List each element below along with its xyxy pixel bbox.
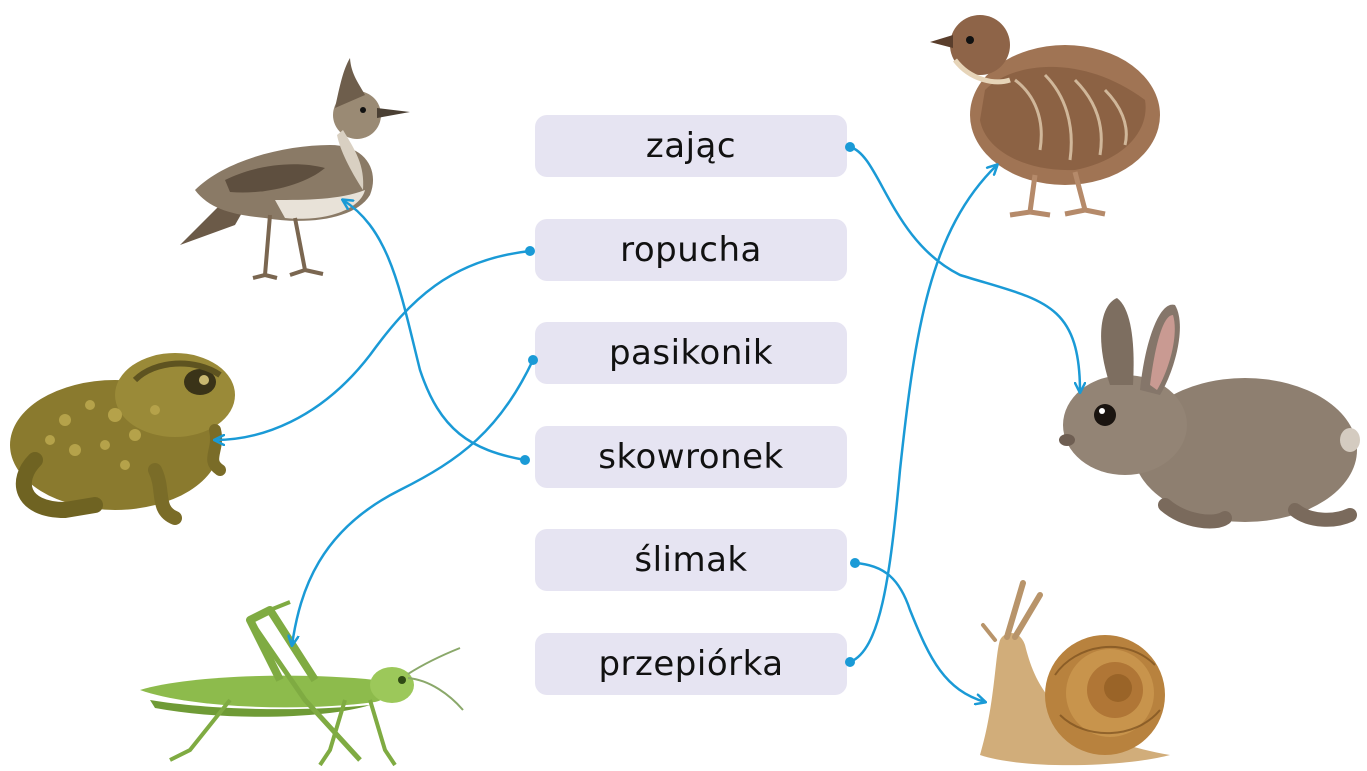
rabbit-image[interactable] xyxy=(1055,290,1360,535)
toad-image[interactable] xyxy=(5,340,250,530)
word-label-pasikonik[interactable]: pasikonik xyxy=(535,322,847,384)
word-label-przepiorka[interactable]: przepiórka xyxy=(535,633,847,695)
connector-ropucha-toad xyxy=(215,249,532,440)
connector-slimak-snail xyxy=(853,561,985,702)
snail-image[interactable] xyxy=(965,575,1185,771)
word-label-skowronek[interactable]: skowronek xyxy=(535,426,847,488)
connector-dot-ropucha[interactable] xyxy=(525,246,535,256)
lark-image[interactable] xyxy=(165,50,425,290)
connector-zajac-rabbit xyxy=(848,145,1080,392)
connector-pasikonik-grasshopper xyxy=(292,358,535,645)
connector-dot-przepiorka[interactable] xyxy=(845,657,855,667)
word-label-slimak[interactable]: ślimak xyxy=(535,529,847,591)
word-label-zajac[interactable]: zając xyxy=(535,115,847,177)
word-label-ropucha[interactable]: ropucha xyxy=(535,219,847,281)
connector-dot-slimak[interactable] xyxy=(850,558,860,568)
connector-dot-zajac[interactable] xyxy=(845,142,855,152)
connector-skowronek-lark xyxy=(343,200,527,462)
connector-przepiorka-quail xyxy=(848,165,997,664)
connector-dot-pasikonik[interactable] xyxy=(528,355,538,365)
quail-image[interactable] xyxy=(925,0,1170,225)
connector-dot-skowronek[interactable] xyxy=(520,455,530,465)
